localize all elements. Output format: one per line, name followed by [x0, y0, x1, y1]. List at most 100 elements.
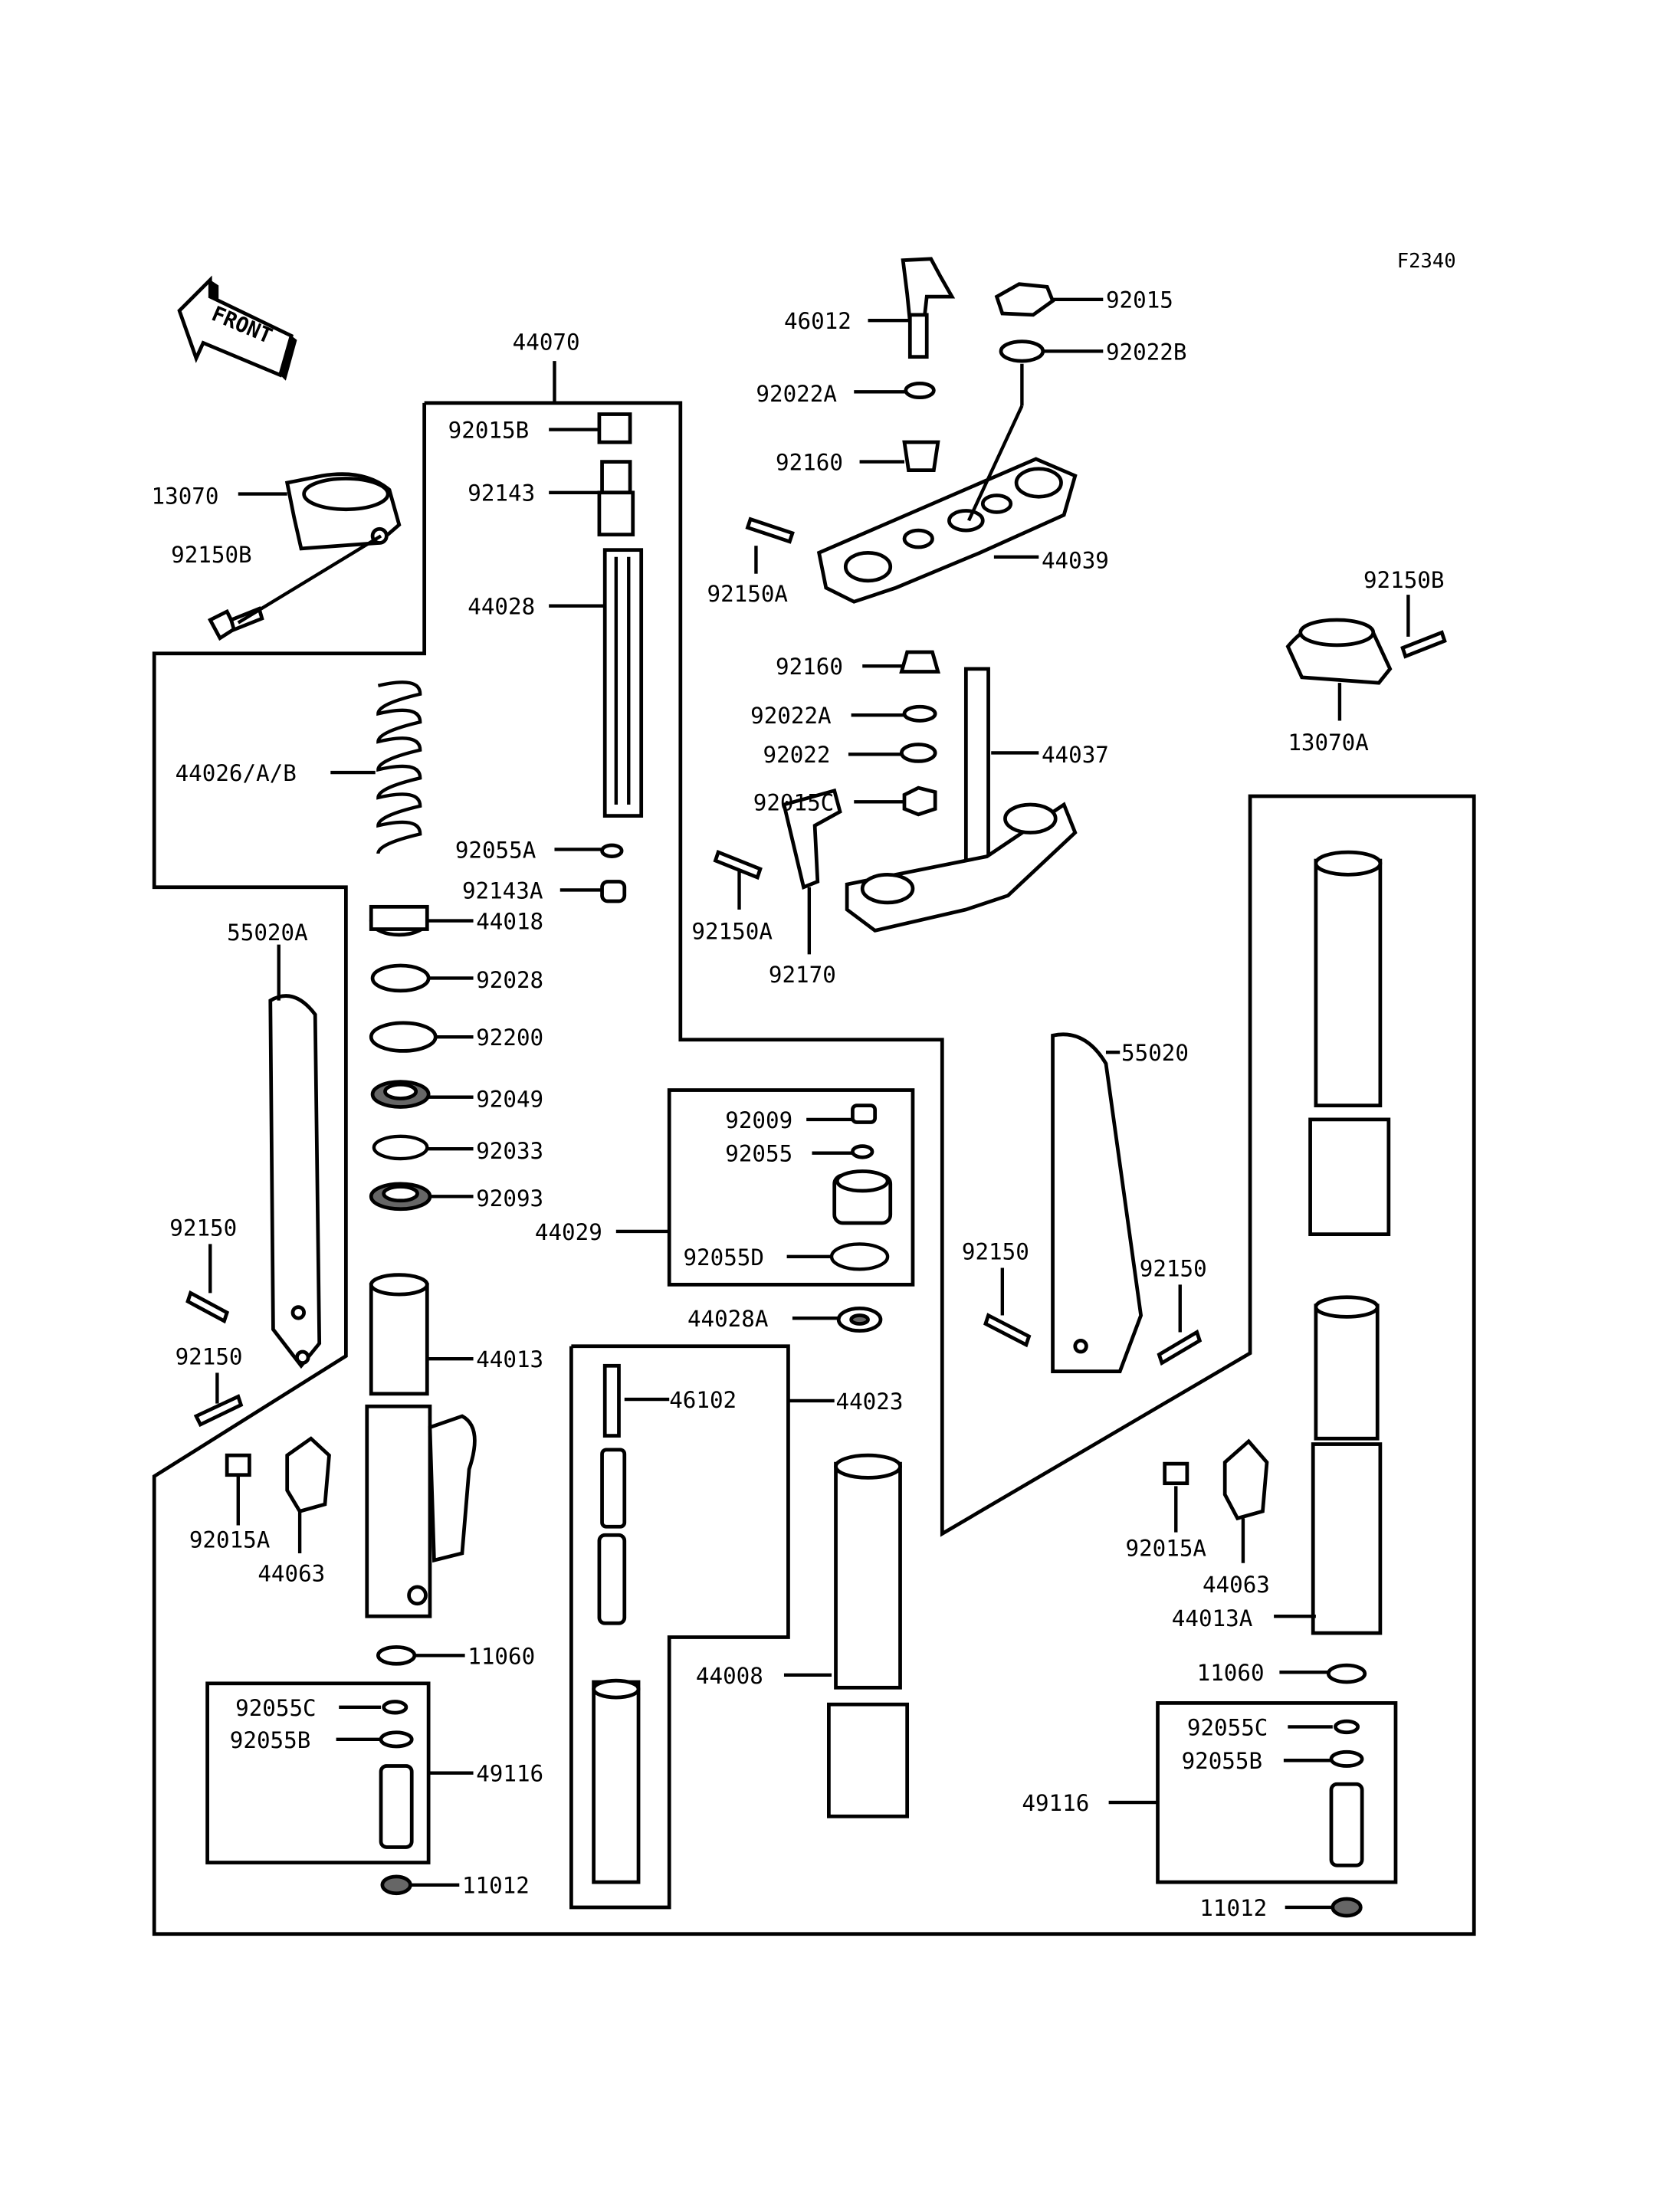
label-92150b-left: 92150B [171, 542, 251, 568]
bolt-92150-right1-part [983, 1313, 1032, 1348]
label-92015a-right: 92015A [1126, 1536, 1207, 1562]
clamp-13070a-part [1285, 618, 1393, 685]
label-92160-mid: 92160 [776, 654, 843, 680]
label-92022a-top: 92022A [756, 381, 837, 407]
label-44070: 44070 [513, 330, 580, 356]
label-92150-left2: 92150 [176, 1343, 243, 1369]
label-92150a-mid: 92150A [691, 918, 773, 944]
label-13070a: 13070A [1288, 730, 1369, 756]
oring-92055d-part [829, 1242, 890, 1271]
label-44008: 44008 [696, 1663, 763, 1689]
label-92143a: 92143A [462, 877, 543, 903]
plug-11012-left-part [380, 1874, 412, 1896]
rubber-92160-mid-part [899, 650, 940, 674]
bushing-92028-part [370, 963, 431, 993]
label-49116-left: 49116 [476, 1761, 543, 1787]
label-46012: 46012 [784, 308, 851, 334]
label-92055a: 92055A [455, 837, 536, 863]
label-92055c-left: 92055C [235, 1695, 317, 1721]
label-92015: 92015 [1106, 287, 1173, 313]
washer-92022a-mid-part [902, 704, 937, 723]
label-13070: 13070 [152, 483, 219, 509]
label-55020: 55020 [1121, 1040, 1189, 1066]
nut-92015a-left-part [225, 1453, 251, 1477]
label-92143: 92143 [468, 480, 535, 507]
label-92055b-left: 92055B [230, 1727, 311, 1753]
label-44013: 44013 [476, 1346, 543, 1372]
label-92049: 92049 [476, 1086, 543, 1112]
oring-92055-part [851, 1144, 874, 1159]
inner-tube-44013a-part [1311, 1295, 1383, 1635]
washer-92022b-part [999, 339, 1045, 363]
spring-44026-part [376, 680, 422, 854]
label-92093: 92093 [476, 1185, 543, 1212]
label-11060-right: 11060 [1197, 1660, 1265, 1686]
bolt-92150-left1-part [185, 1290, 230, 1324]
holder-44063-left-part [285, 1436, 331, 1513]
label-44013a: 44013A [1172, 1605, 1253, 1631]
label-92022: 92022 [763, 742, 831, 768]
washer-92022-part [899, 743, 937, 763]
label-92015c: 92015C [753, 789, 835, 815]
clamp-13070-part [284, 472, 402, 551]
label-92170: 92170 [769, 962, 836, 988]
label-44029: 44029 [535, 1219, 602, 1245]
nut-92015-part [994, 282, 1055, 317]
label-92055b-right: 92055B [1182, 1748, 1263, 1774]
label-92022b: 92022B [1106, 339, 1187, 365]
label-44063-right: 44063 [1203, 1572, 1270, 1598]
label-92150-right1: 92150 [962, 1239, 1029, 1265]
label-92022a-mid: 92022A [750, 703, 832, 729]
seat-44028a-part [836, 1307, 883, 1333]
label-92033: 92033 [476, 1138, 543, 1164]
label-55020a: 55020A [227, 920, 308, 946]
stem-44037-part [845, 667, 1078, 933]
screw-92009-part [851, 1103, 878, 1124]
label-11060-left: 11060 [468, 1643, 535, 1669]
washer-11060-left-part [376, 1644, 417, 1666]
outer-tube-right-part [1308, 850, 1391, 1237]
label-46102: 46102 [669, 1387, 737, 1413]
tube-44008-part [827, 1453, 910, 1818]
oring-92055a-part [600, 843, 624, 858]
bolt-92150-right2-part [1157, 1329, 1203, 1366]
cap-bolt-part [832, 1169, 893, 1225]
outer-frame [152, 401, 1476, 1936]
label-92055: 92055 [725, 1141, 792, 1167]
label-44026ab: 44026/A/B [176, 760, 297, 786]
fork-guard-55020-part [1051, 1032, 1144, 1373]
plug-11012-right-part [1331, 1897, 1363, 1918]
valve-49116-right-part [1329, 1782, 1364, 1867]
label-44039: 44039 [1042, 547, 1109, 573]
label-44037: 44037 [1042, 742, 1109, 768]
oring-92055c-right-part [1334, 1719, 1360, 1735]
label-92200: 92200 [476, 1025, 543, 1051]
label-92150-right2: 92150 [1140, 1255, 1207, 1281]
oring-92055b-left-part [379, 1730, 414, 1749]
washer-11060-right-part [1326, 1663, 1367, 1684]
label-92015a-left: 92015A [189, 1527, 271, 1553]
frame-44023 [569, 1344, 790, 1910]
bolt-92150b-right-part [1400, 630, 1447, 659]
label-44028a: 44028A [687, 1306, 769, 1332]
nut-92015a-right-part [1163, 1461, 1189, 1486]
bolt-92150a-top-part [745, 516, 795, 544]
label-44063-left: 44063 [258, 1561, 325, 1587]
rod-46102-part [602, 1363, 621, 1438]
washer-92200-part [369, 1021, 438, 1053]
figure-code: F2340 [1397, 250, 1456, 273]
seal-92049-part [370, 1080, 431, 1109]
label-92150b-right: 92150B [1363, 567, 1445, 593]
upper-bracket-44039-part [816, 457, 1078, 604]
nut-92015c-part [902, 785, 937, 817]
label-92160-top: 92160 [776, 450, 843, 476]
oring-92055b-right-part [1329, 1749, 1364, 1768]
collar-92143-part [597, 460, 635, 536]
washer-92022a-top-part [904, 381, 936, 399]
label-92028: 92028 [476, 967, 543, 993]
label-92055c-right: 92055C [1187, 1714, 1268, 1740]
inner-tube-44013-part [369, 1273, 429, 1396]
leader-lines [208, 297, 1410, 1910]
bracket-92170-part [782, 788, 842, 890]
